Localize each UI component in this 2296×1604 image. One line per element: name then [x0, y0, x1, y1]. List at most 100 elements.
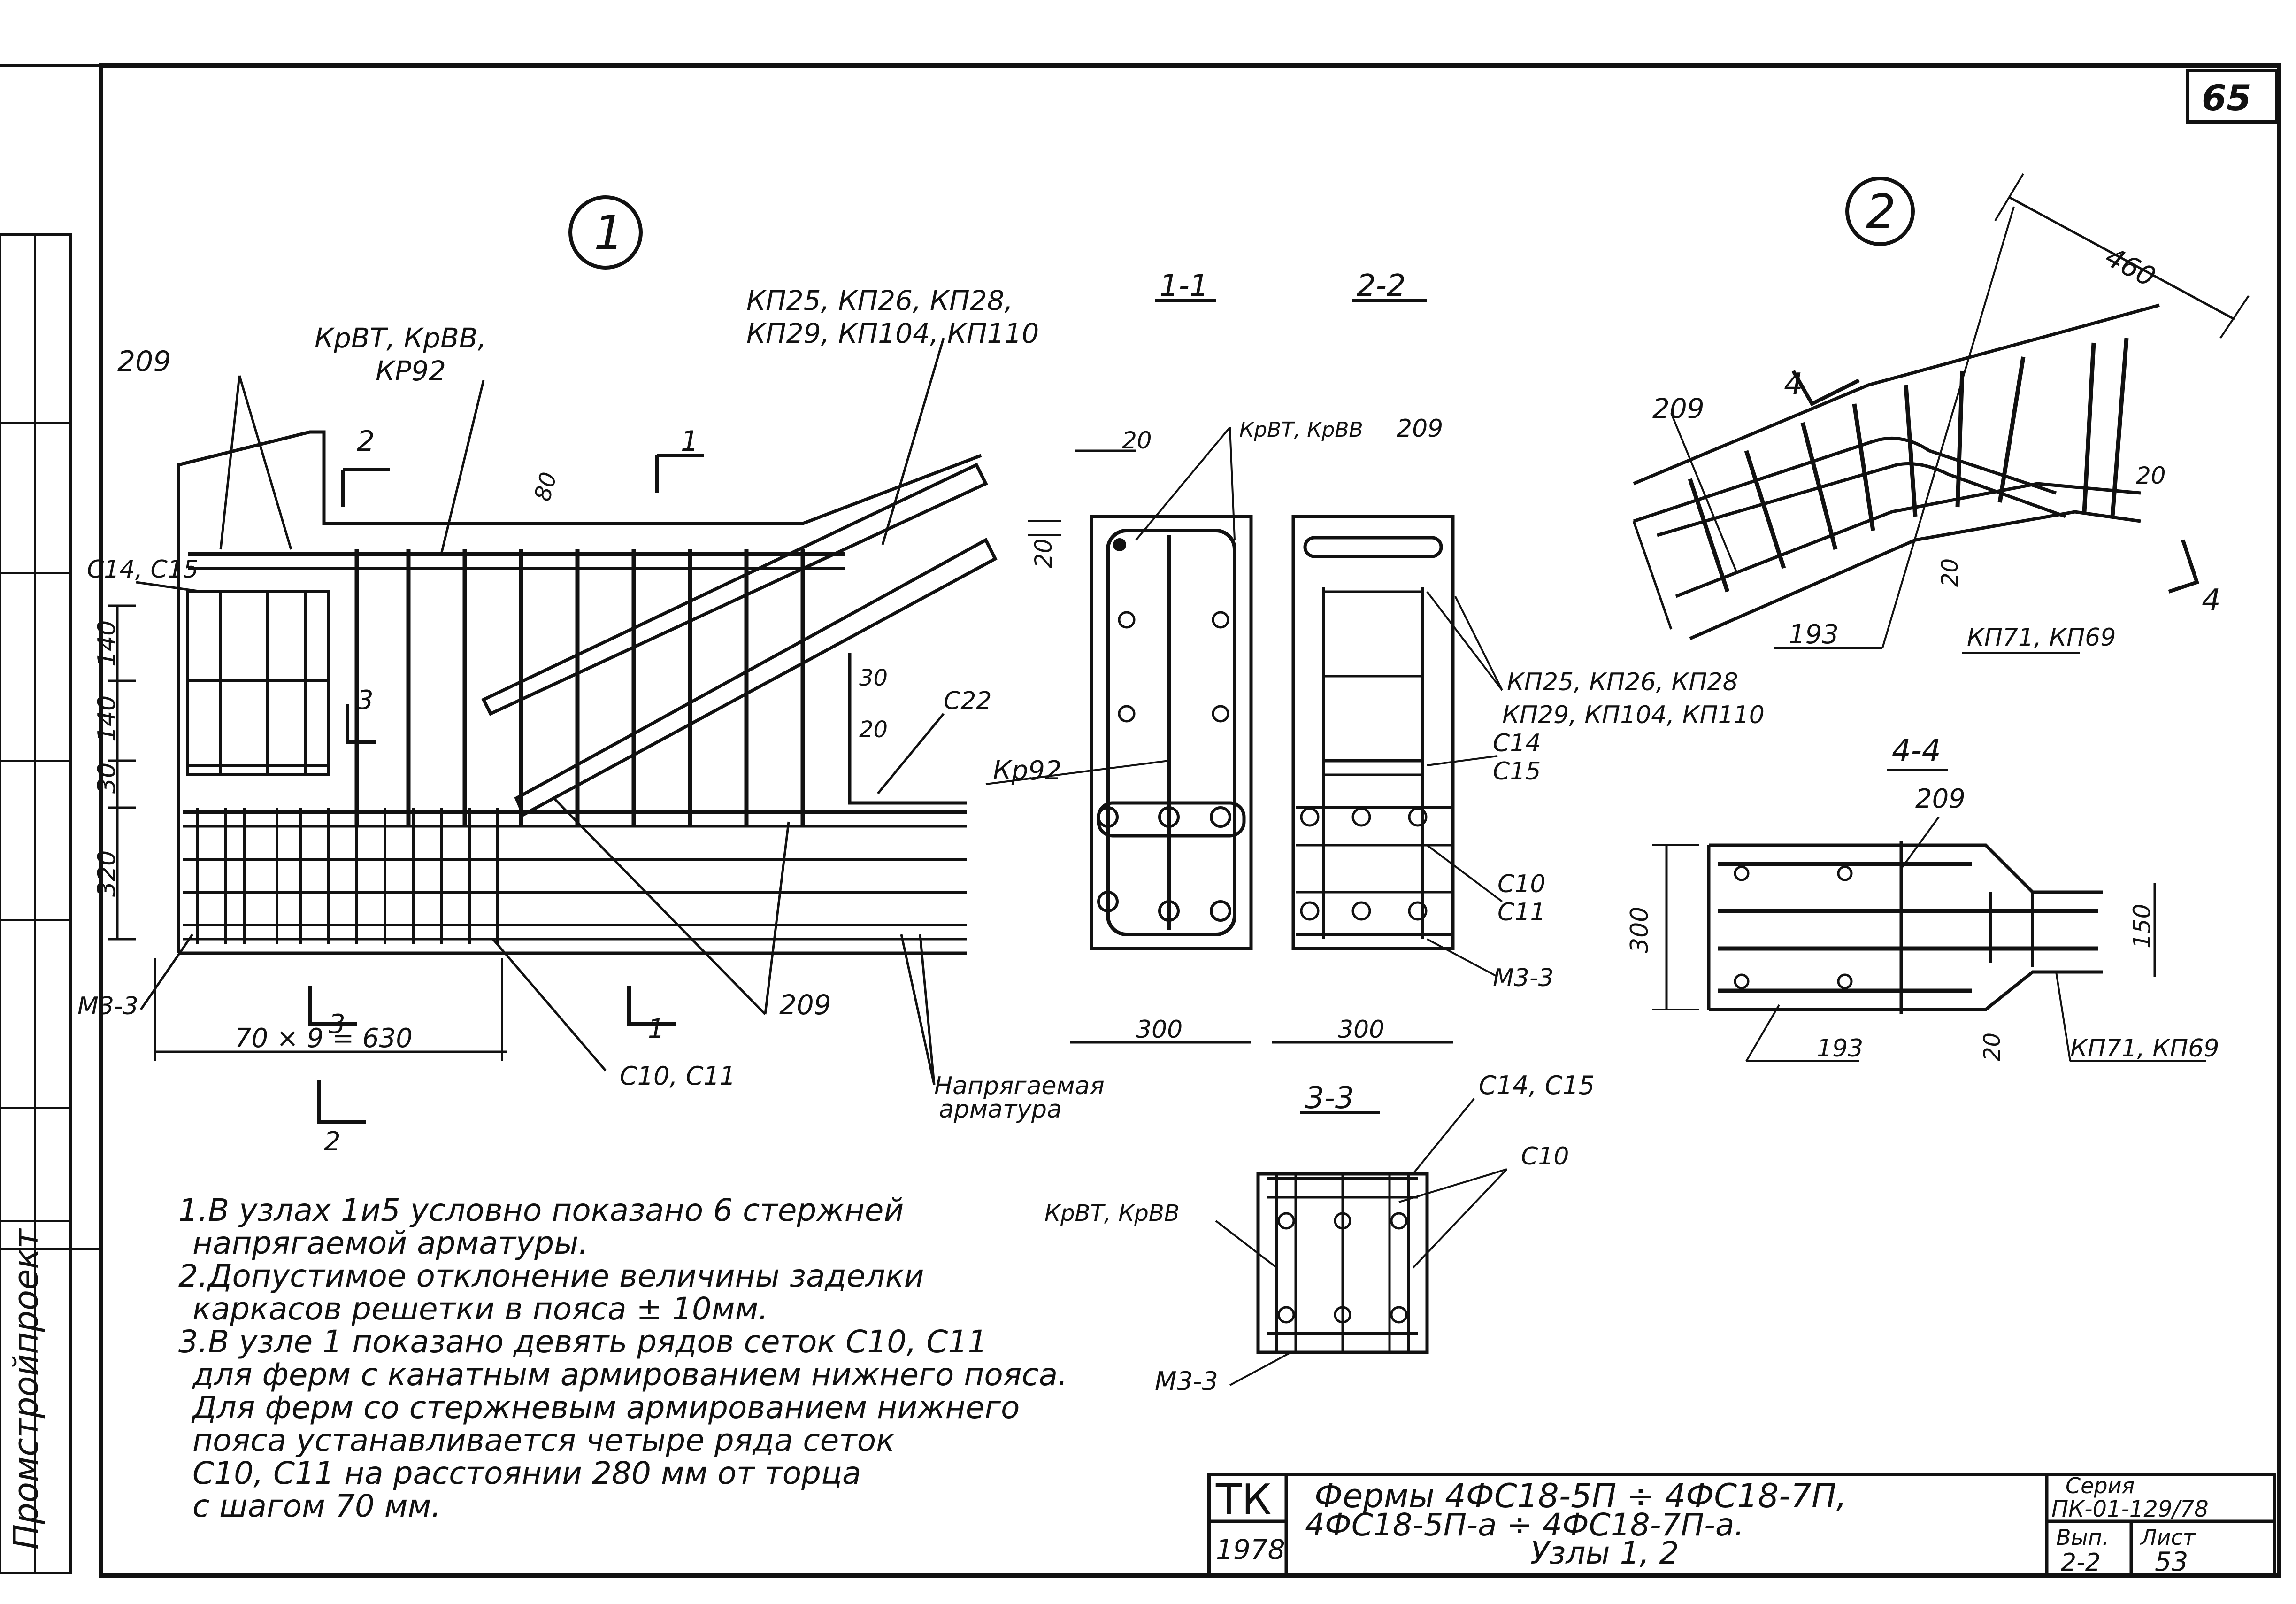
- issue-label: Вып.: [2056, 1525, 2109, 1550]
- node1-dim-80: 80: [529, 470, 562, 504]
- title-line-3: Узлы 1, 2: [1530, 1535, 1679, 1571]
- node1-label-prestressed-a: Напрягаемая: [934, 1072, 1105, 1100]
- node1-cut-1-top: 1: [681, 425, 699, 458]
- note-line: 3.В узле 1 показано девять рядов сеток С…: [178, 1324, 987, 1360]
- node-1-marker: [568, 195, 643, 270]
- title-line-2: 4ФС18-5П-а ÷ 4ФС18-7П-а.: [1305, 1507, 1744, 1543]
- node1-dim-30: 30: [93, 763, 121, 794]
- section-4-4-label-kp: КП71, КП69: [2070, 1034, 2219, 1063]
- section-2-2-label-c14: С14: [1493, 729, 1541, 757]
- note-line: Для ферм со стержневым армированием нижн…: [191, 1389, 1020, 1426]
- node2-label-209: 209: [1652, 393, 1705, 424]
- note-line: каркасов решетки в пояса ± 10мм.: [192, 1291, 768, 1327]
- note-line: С10, С11 на расстоянии 280 мм от торца: [192, 1455, 861, 1491]
- node-1-number: 1: [594, 205, 624, 260]
- node-2-number: 2: [1866, 184, 1896, 239]
- section-2-2-label-m33: М3-3: [1493, 964, 1554, 992]
- section-3-3-label-c10: С10: [1521, 1142, 1569, 1171]
- page-number-box: [2186, 69, 2279, 124]
- node2-cut-4-right: 4: [2202, 583, 2221, 618]
- node1-dim-140a: 140: [93, 620, 121, 667]
- node1-label-c10c11: С10, С11: [620, 1061, 736, 1091]
- node1-cut-3-bottom: 3: [329, 1009, 346, 1040]
- node-2-marker: [1845, 177, 1915, 246]
- title-block: [1207, 1473, 2276, 1577]
- node1-dim-spacing: 70 × 9 = 630: [235, 1023, 413, 1054]
- node1-label-prestressed-b: арматура: [939, 1095, 1062, 1124]
- node1-label-kr-a: КрВТ, КрВВ,: [315, 322, 486, 354]
- section-2-2-label-kp-a: КП25, КП26, КП28: [1507, 668, 1738, 696]
- node1-label-kp-a: КП25, КП26, КП28,: [746, 285, 1013, 316]
- section-2-2-label-c10: С10: [1497, 870, 1545, 898]
- node2-dim-460: 460: [2100, 240, 2161, 293]
- title-year: 1978: [1216, 1534, 1285, 1565]
- title-org: ТК: [1215, 1475, 1272, 1525]
- section-2-2-title: 2-2: [1357, 269, 1406, 303]
- section-2-2-label-c11: С11: [1497, 898, 1545, 926]
- node2-dim-20-bottom: 20: [1937, 558, 1963, 587]
- section-3-3: [1215, 1098, 1508, 1386]
- section-1-1-label-209: 209: [1397, 415, 1443, 443]
- node1-label-209-bottom: 209: [779, 989, 831, 1021]
- section-3-3-label-c14c15: С14, С15: [1479, 1071, 1595, 1100]
- node1-cut-1-bottom: 1: [648, 1014, 665, 1044]
- section-1-1: [985, 299, 1253, 1044]
- node2-cut-4-top: 4: [1784, 367, 1803, 402]
- node-2-detail: [1632, 173, 2250, 654]
- note-line: 2.Допустимое отклонение величины заделки: [178, 1258, 924, 1294]
- node1-label-m33: М3-3: [77, 992, 138, 1020]
- section-2-2-dim-300: 300: [1338, 1016, 1384, 1044]
- section-1-1-dim-20-top: 20: [1122, 427, 1152, 454]
- node1-cut-2-bottom: 2: [324, 1126, 341, 1157]
- section-1-1-dim-20-left: 20: [1030, 538, 1057, 568]
- section-4-4: [1652, 769, 2206, 1062]
- side-stamp-text: Промстройпроект: [6, 1228, 46, 1550]
- section-3-3-title: 3-3: [1305, 1081, 1354, 1116]
- section-4-4-label-209: 209: [1915, 784, 1966, 814]
- note-line: с шагом 70 мм.: [192, 1488, 441, 1524]
- section-4-4-dim-300: 300: [1626, 907, 1654, 953]
- node1-label-209-top: 209: [117, 345, 171, 378]
- section-1-1-title: 1-1: [1160, 269, 1209, 303]
- section-4-4-dim-20: 20: [1979, 1033, 2005, 1061]
- node2-label-kp: КП71, КП69: [1967, 624, 2116, 652]
- section-1-1-label-kr: КрВТ, КрВВ: [1239, 418, 1363, 442]
- node1-label-c14c15: С14, С15: [87, 555, 199, 584]
- note-line: 1.В узлах 1и5 условно показано 6 стержне…: [178, 1192, 904, 1228]
- node1-dim-30-right: 30: [859, 665, 888, 691]
- section-3-3-label-m33: М3-3: [1155, 1366, 1218, 1396]
- sheet-value: 53: [2155, 1547, 2188, 1577]
- node1-cut-3: 3: [357, 685, 374, 716]
- section-2-2-label-c15: С15: [1493, 757, 1541, 786]
- section-4-4-dim-193: 193: [1817, 1034, 1863, 1063]
- section-4-4-dim-150: 150: [2128, 904, 2156, 949]
- section-2-2-label-kp-b: КП29, КП104, КП110: [1502, 701, 1765, 729]
- note-line: для ферм с канатным армированием нижнего…: [192, 1357, 1067, 1393]
- node1-label-c22: С22: [944, 687, 991, 715]
- series-value: ПК-01-129/78: [2051, 1496, 2209, 1522]
- page-number: 65: [2202, 77, 2251, 119]
- series-label: Серия: [2066, 1473, 2135, 1498]
- issue-value: 2-2: [2061, 1549, 2101, 1577]
- node1-dim-20-right: 20: [859, 717, 888, 743]
- node-1-elevation: [108, 338, 998, 1124]
- general-notes: 1.В узлах 1и5 условно показано 6 стержне…: [178, 1192, 1067, 1524]
- section-4-4-title: 4-4: [1892, 733, 1941, 768]
- node1-label-kr-b: КР92: [376, 355, 446, 387]
- node1-label-kp-b: КП29, КП104, КП110: [746, 317, 1039, 349]
- node1-cut-2-top: 2: [357, 425, 375, 458]
- section-1-1-dim-300: 300: [1136, 1016, 1183, 1044]
- node1-dim-320: 320: [93, 850, 121, 897]
- note-line: напрягаемой арматуры.: [192, 1225, 588, 1261]
- note-line: пояса устанавливается четыре ряда сеток: [192, 1422, 895, 1458]
- section-2-2: [1272, 299, 1503, 1044]
- sheet-frame: [0, 63, 2281, 1578]
- node2-dim-193: 193: [1789, 619, 1839, 650]
- node1-dim-140b: 140: [93, 695, 121, 742]
- section-3-3-label-kr: КрВТ, КрВВ: [1044, 1200, 1180, 1226]
- section-1-1-label-kr92: Кр92: [993, 756, 1062, 786]
- sheet-label: Лист: [2140, 1525, 2196, 1550]
- node2-dim-20-right: 20: [2136, 462, 2166, 489]
- title-line-1: Фермы 4ФС18-5П ÷ 4ФС18-7П,: [1314, 1477, 1847, 1515]
